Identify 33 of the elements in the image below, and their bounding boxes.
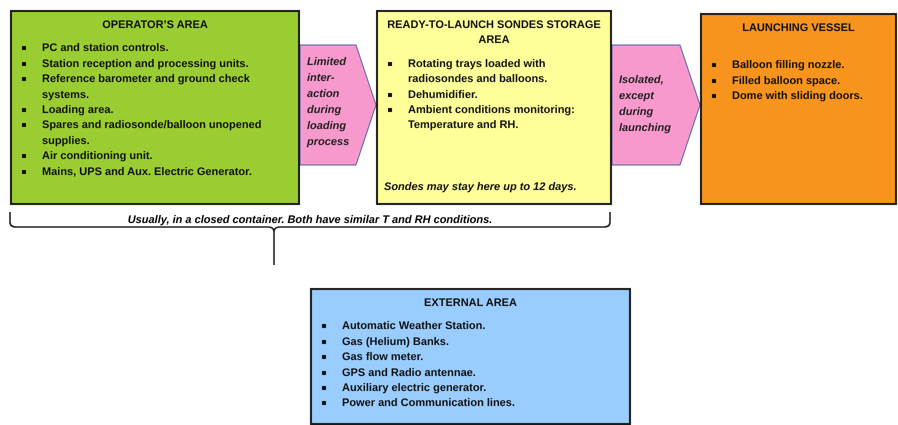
area-box: [700, 13, 897, 205]
edge-label: Isolated, except during launching: [619, 73, 672, 136]
chevron-arrow: [300, 44, 377, 166]
list-item-text: Rotating trays loaded with radiosondes and balloons.: [408, 58, 548, 86]
list-item-text: PC and station controls.: [42, 42, 169, 54]
list-item-text: Auxiliary electric generator.: [342, 382, 486, 394]
list-item-text: Dehumidifier.: [408, 88, 478, 101]
area-heading: LAUNCHING VESSEL: [741, 21, 856, 36]
area-box: [376, 10, 612, 205]
list-item-text: Air conditioning unit.: [42, 150, 153, 162]
edge-label: Limited inter-action during loading process: [307, 55, 350, 150]
list-item-text: Balloon filling nozzle.: [732, 59, 844, 72]
list-item-text: Spares and radiosonde/balloon unopened supplies.: [42, 119, 262, 147]
area-heading: READY-TO-LAUNCH SONDES STORAGE AREA: [386, 18, 602, 48]
area-box: [10, 10, 300, 205]
list-item-text: Filled balloon space.: [732, 74, 840, 87]
list-item-text: GPS and Radio antennae.: [342, 366, 476, 379]
list-item-text: Power and Communication lines.: [342, 397, 515, 410]
list-item-text: Station reception and processing units.: [42, 58, 249, 70]
note-text: Sondes may stay here up to 12 days.: [384, 181, 577, 193]
list-item-text: Ambient conditions monitoring: Temperature and RH.: [408, 104, 575, 132]
chevron-arrow: [612, 44, 701, 166]
list-item-text: Gas flow meter.: [342, 351, 424, 364]
list-item-text: Loading area.: [42, 104, 114, 116]
list-item-text: Dome with sliding doors.: [732, 90, 863, 102]
area-heading: EXTERNAL AREA: [423, 296, 518, 311]
list-item-text: Gas (Helium) Banks.: [342, 336, 449, 348]
area-box: [310, 288, 631, 425]
list-item-text: Mains, UPS and Aux. Electric Generator.: [42, 166, 252, 178]
list-item-text: Reference barometer and ground check systems.: [42, 73, 250, 101]
area-heading: OPERATOR’S AREA: [101, 18, 209, 33]
bracket-note: Usually, in a closed container. Both have similar T and RH conditions.: [126, 214, 494, 226]
list-item-text: Automatic Weather Station.: [342, 320, 486, 332]
